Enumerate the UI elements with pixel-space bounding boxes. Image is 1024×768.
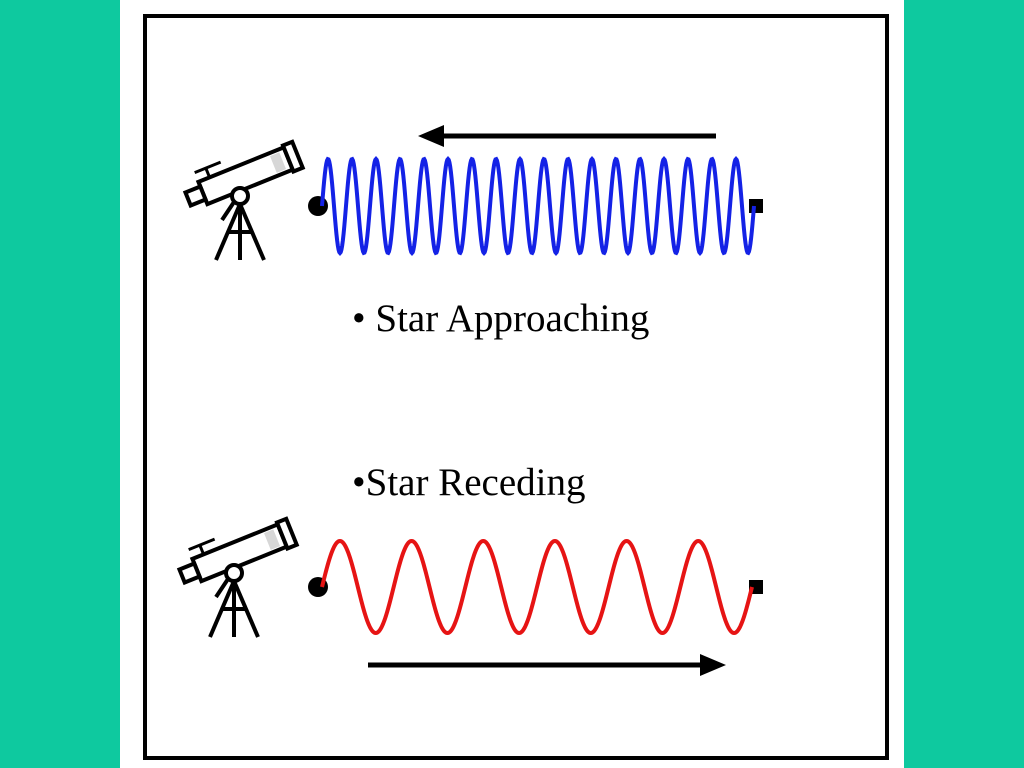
telescope-icon [177, 132, 305, 262]
redshift-wave [320, 538, 754, 636]
star-receding-label: •Star Receding [352, 461, 586, 504]
dot-icon [308, 196, 328, 216]
blueshift-wave [320, 155, 756, 257]
arrow-head-right-icon [700, 654, 726, 676]
arrow-head-left-icon [418, 125, 444, 147]
square-icon [749, 199, 763, 213]
left-color-band [0, 0, 120, 768]
telescope-icon [171, 509, 299, 639]
right-color-band [904, 0, 1024, 768]
star-approaching-label: • Star Approaching [352, 297, 650, 340]
